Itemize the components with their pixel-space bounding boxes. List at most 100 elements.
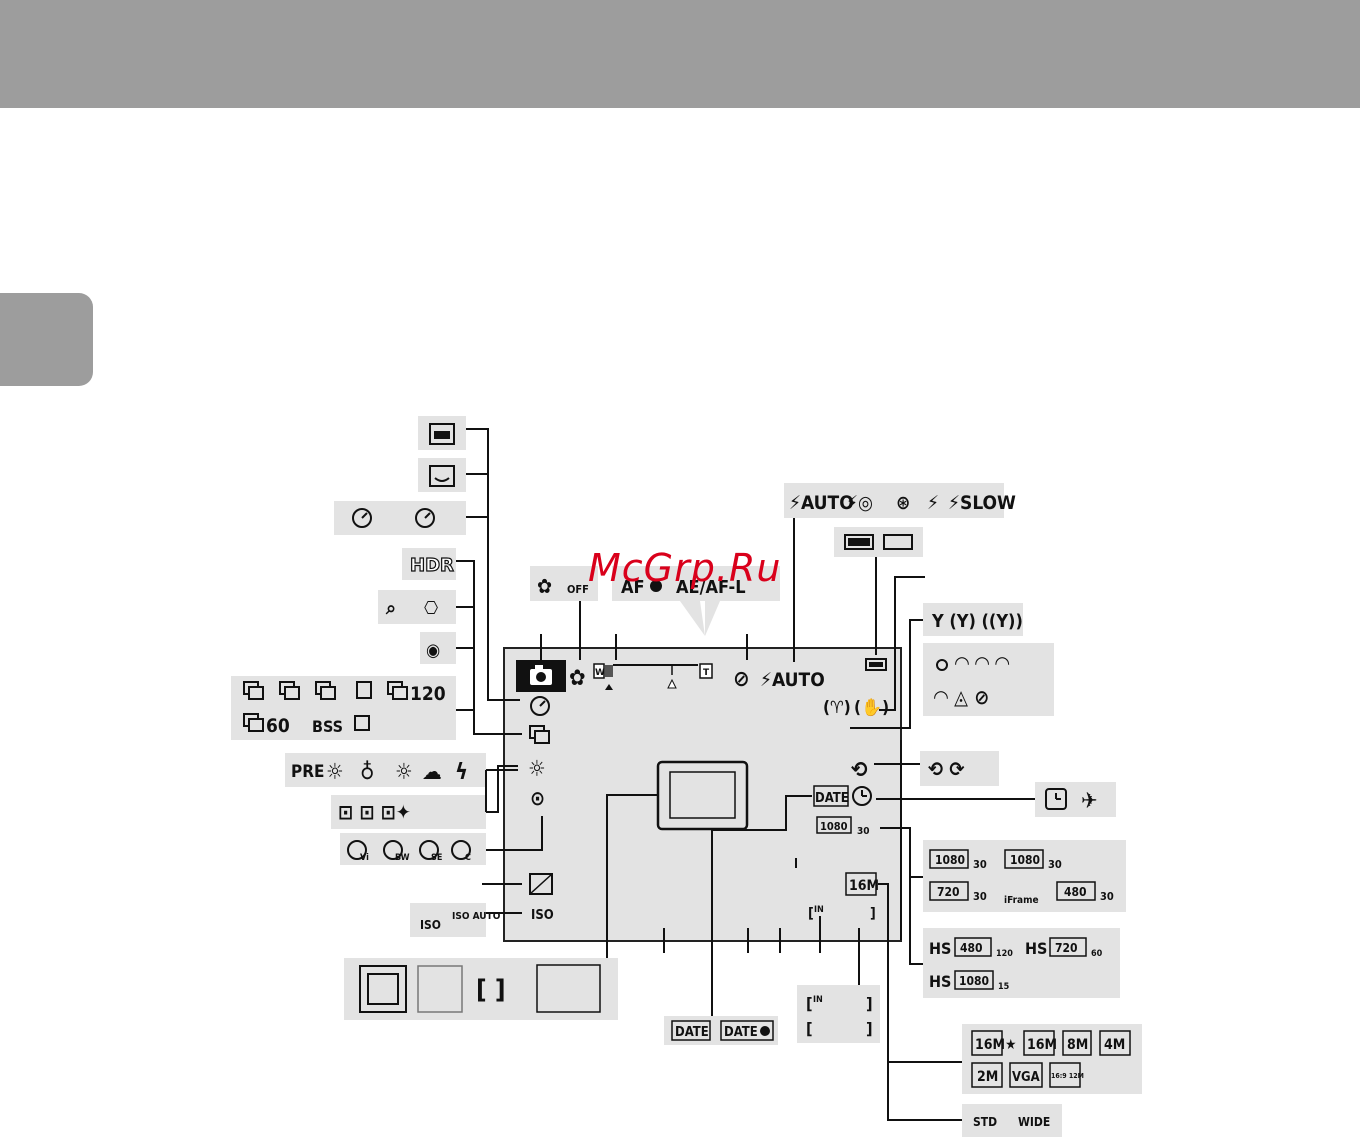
iso-screen-icon: ISO bbox=[531, 908, 554, 923]
movie-option-3-size: 720 bbox=[937, 885, 960, 899]
effects-vi-screen-icon: ⊙ bbox=[530, 786, 545, 810]
hs-option-2-rate: 60 bbox=[1091, 949, 1103, 959]
af-label: AF bbox=[621, 577, 645, 598]
hdr-label: HDR bbox=[410, 555, 454, 576]
continuous-120-label: 120 bbox=[410, 683, 446, 705]
movie-option-3-rate: 30 bbox=[973, 890, 987, 903]
wireless-screen-icon: (♈) bbox=[823, 698, 851, 718]
scene-auto-icon: ⌕ bbox=[385, 598, 396, 619]
zoom-indicator: W T bbox=[593, 663, 713, 690]
motion-detection-icons: ⟲ ⟳ bbox=[928, 757, 964, 781]
memory-card-bracket: [ bbox=[806, 1019, 813, 1038]
wb-daylight-icon: ☼ bbox=[326, 760, 344, 785]
image-size-4: 4M bbox=[1104, 1037, 1125, 1053]
image-size-options: 16M★ 16M 8M 4M 2M VGA 16:9 12M bbox=[971, 1030, 1131, 1088]
hs-option-2-size: 720 bbox=[1055, 941, 1078, 955]
memory-box bbox=[797, 985, 880, 1043]
travel-destination-icon: ✈ bbox=[1081, 789, 1098, 814]
wireless-icons: Y (Y) ((Y)) bbox=[931, 611, 1023, 632]
self-timer-2s-icon bbox=[415, 508, 435, 528]
wb-flash-icon: ϟ bbox=[455, 760, 468, 785]
macro-box bbox=[530, 566, 598, 601]
movie-option-2-size: 1080 bbox=[1010, 853, 1040, 867]
hs-option-3-size: 1080 bbox=[959, 974, 989, 988]
movie-option-1-rate: 30 bbox=[973, 858, 987, 871]
image-size-6: VGA bbox=[1012, 1070, 1040, 1085]
skin-softening-icons: ⊡ ⊡ ⊡✦ bbox=[338, 800, 411, 824]
hs-option-2-prefix: HS bbox=[1025, 939, 1047, 958]
date-option-1: DATE bbox=[675, 1025, 709, 1040]
wifi-box bbox=[923, 643, 1054, 716]
glamour-box bbox=[331, 795, 486, 829]
panorama-std-label: STD bbox=[973, 1115, 997, 1129]
home-time-icon bbox=[1045, 788, 1067, 810]
wireless-box bbox=[923, 603, 1023, 636]
image-size-5: 2M bbox=[977, 1069, 998, 1085]
smile-shutter-icon bbox=[429, 465, 455, 487]
movie-option-5-rate: 30 bbox=[1100, 890, 1114, 903]
image-size-7: 16:9 12M bbox=[1051, 1072, 1084, 1080]
panorama-wide-label: WIDE bbox=[1018, 1115, 1050, 1129]
effects-screen-icon: ⊘ bbox=[733, 667, 750, 692]
vr-screen-icon: (✋) bbox=[854, 697, 889, 718]
movie-option-1-size: 1080 bbox=[935, 853, 965, 867]
flash-fill-label: ⚡ bbox=[927, 492, 939, 514]
header-band bbox=[0, 0, 1360, 108]
movie-option-4-size: iFrame bbox=[1004, 895, 1039, 906]
memory-internal-end: ] bbox=[866, 994, 873, 1013]
iso-label: ISO bbox=[420, 918, 441, 932]
self-timer-10s-icon bbox=[352, 508, 372, 528]
battery-box bbox=[834, 527, 923, 557]
continuous-options: 120 60 BSS bbox=[243, 681, 446, 737]
memory-card-end: ] bbox=[866, 1019, 873, 1038]
date-option-2: DATE bbox=[724, 1025, 758, 1040]
focus-indicator-box bbox=[612, 566, 780, 601]
memory-internal-bracket: [ bbox=[806, 994, 813, 1013]
effect-vi-label: Vi bbox=[360, 853, 369, 863]
hs-movie-box bbox=[923, 928, 1120, 998]
wb-pre-label: PRE bbox=[291, 762, 324, 782]
panorama-box bbox=[962, 1104, 1062, 1137]
af-area-box bbox=[344, 958, 618, 1020]
clock-screen-icon bbox=[852, 786, 872, 806]
center-frame bbox=[536, 964, 601, 1013]
time-zone-box bbox=[1035, 782, 1116, 817]
date-time-icon bbox=[760, 1026, 770, 1036]
hs-option-1-prefix: HS bbox=[929, 939, 951, 958]
movie-option-2-rate: 30 bbox=[1048, 858, 1062, 871]
image-size-2: 16M bbox=[1027, 1037, 1057, 1053]
iso-auto-label: ISO AUTO bbox=[452, 911, 501, 922]
ae-af-lock-label: AE/AF-L bbox=[676, 577, 746, 598]
hs-option-3-rate: 15 bbox=[998, 982, 1010, 992]
hs-option-1-rate: 120 bbox=[996, 949, 1013, 959]
wb-cloudy-icon: ☁ bbox=[422, 760, 442, 785]
watermark-text: McGrp.Ru bbox=[588, 546, 782, 590]
pet-portrait-icon bbox=[429, 423, 455, 445]
battery-screen-icon bbox=[865, 658, 887, 671]
effect-bw-label: BW bbox=[395, 853, 410, 863]
date-imprint-screen: DATE bbox=[815, 791, 849, 806]
continuous-60-label: 60 bbox=[266, 715, 290, 737]
movie-options: 1080 30 1080 30 720 30 iFrame 480 30 bbox=[929, 849, 1114, 906]
movie-scene-icon: ⎔ bbox=[424, 598, 438, 619]
focus-area-inner bbox=[669, 771, 736, 819]
image-size-box bbox=[962, 1024, 1142, 1094]
motion-detection-screen-icon: ⟲ bbox=[851, 758, 868, 783]
leader-lines bbox=[456, 428, 1035, 1121]
flash-slow-label: ⚡SLOW bbox=[948, 492, 1016, 514]
zoom-t-label: T bbox=[703, 668, 710, 678]
hs-option-3-prefix: HS bbox=[929, 972, 951, 991]
image-size-1: 16M★ bbox=[975, 1037, 1016, 1053]
multi-shot-16-icon bbox=[354, 715, 370, 731]
focus-dot bbox=[650, 580, 662, 592]
battery-full-icon bbox=[844, 534, 874, 550]
subject-tracking-frame bbox=[417, 965, 463, 1013]
image-size-3: 8M bbox=[1067, 1037, 1088, 1053]
self-timer-box bbox=[334, 501, 466, 535]
image-size-screen: 16M bbox=[849, 878, 879, 894]
motion-detection-box bbox=[920, 751, 999, 786]
monitor-screen bbox=[503, 647, 902, 942]
macro-options-icon: ✿ bbox=[537, 574, 552, 598]
continuous-screen-icon bbox=[529, 725, 550, 744]
